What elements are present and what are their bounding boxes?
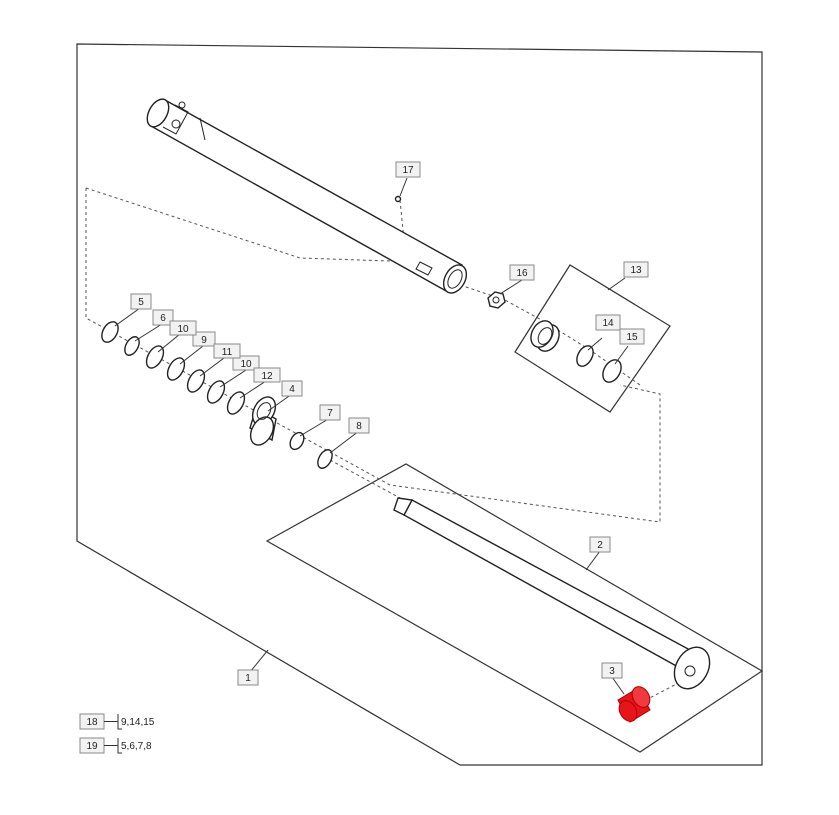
explode-path-rod bbox=[329, 459, 401, 499]
assembly-frame bbox=[76, 43, 763, 766]
kit-19-parts: 5,6,7,8 bbox=[121, 741, 152, 752]
callout-11-text: 11 bbox=[222, 347, 233, 358]
callout-8-text: 8 bbox=[356, 421, 362, 432]
callout-14-text: 14 bbox=[602, 318, 614, 329]
callout-1-text: 1 bbox=[245, 673, 251, 684]
callout-14: 14 bbox=[595, 314, 621, 331]
vent-plug-17 bbox=[394, 195, 402, 203]
piston-13 bbox=[530, 320, 560, 352]
kit-legend-row-18: 18 9,14,15 bbox=[79, 713, 155, 730]
kit-18-number: 18 bbox=[86, 717, 98, 728]
callout-5-text: 5 bbox=[138, 297, 144, 308]
callout-10a-text: 10 bbox=[177, 324, 189, 335]
kit-18-parts: 9,14,15 bbox=[121, 717, 155, 728]
nut-16 bbox=[487, 291, 506, 309]
callout-11: 11 bbox=[213, 343, 241, 359]
callout-7: 7 bbox=[319, 404, 341, 421]
callout-17: 17 bbox=[395, 161, 421, 178]
seal-kit-subframe bbox=[514, 264, 671, 413]
ring-9 bbox=[166, 357, 186, 381]
callout-5: 5 bbox=[130, 293, 152, 310]
leader-lines bbox=[114, 177, 629, 695]
callout-10a: 10 bbox=[169, 320, 197, 336]
kit-legend-row-19: 19 5,6,7,8 bbox=[79, 737, 152, 754]
callout-9: 9 bbox=[192, 331, 216, 347]
ring-8 bbox=[317, 449, 333, 469]
callout-4: 4 bbox=[281, 380, 303, 397]
explode-path-right bbox=[459, 284, 641, 386]
callout-10b: 10 bbox=[232, 355, 260, 371]
ring-12 bbox=[226, 391, 246, 415]
callout-1: 1 bbox=[237, 669, 259, 686]
callout-2-text: 2 bbox=[597, 540, 603, 551]
callout-10b-text: 10 bbox=[240, 359, 252, 370]
callout-16-text: 16 bbox=[516, 268, 528, 279]
ring-11 bbox=[186, 369, 206, 393]
gland-4 bbox=[249, 396, 277, 446]
callout-13-text: 13 bbox=[630, 265, 642, 276]
callout-6-text: 6 bbox=[160, 313, 166, 324]
ring-14 bbox=[576, 345, 594, 367]
callout-3: 3 bbox=[601, 662, 623, 679]
ring-15 bbox=[602, 359, 622, 383]
callout-3-text: 3 bbox=[609, 666, 615, 677]
callout-17-text: 17 bbox=[402, 165, 414, 176]
piston-rod-2 bbox=[393, 497, 711, 690]
ring-6 bbox=[124, 336, 140, 356]
explode-path-left bbox=[85, 188, 661, 523]
callout-6: 6 bbox=[152, 309, 174, 326]
callout-16: 16 bbox=[509, 264, 535, 281]
bushing-3-highlighted bbox=[617, 686, 651, 723]
callout-15-text: 15 bbox=[626, 332, 638, 343]
ring-10b bbox=[206, 380, 226, 404]
callout-4-text: 4 bbox=[289, 384, 295, 395]
kit-19-number: 19 bbox=[86, 741, 98, 752]
callout-2: 2 bbox=[589, 536, 611, 553]
callout-13: 13 bbox=[623, 261, 649, 278]
bushing-7 bbox=[289, 431, 305, 451]
callout-8: 8 bbox=[348, 417, 370, 434]
callout-9-text: 9 bbox=[201, 335, 207, 346]
rod-subframe bbox=[265, 463, 764, 753]
cylinder-barrel bbox=[146, 98, 468, 294]
callout-12-text: 12 bbox=[261, 371, 273, 382]
kit-legend: 18 9,14,15 19 5,6,7,8 bbox=[79, 713, 155, 754]
callout-7-text: 7 bbox=[327, 408, 333, 419]
callout-12: 12 bbox=[253, 367, 281, 383]
wiper-5 bbox=[101, 321, 119, 343]
callout-15: 15 bbox=[619, 328, 645, 345]
